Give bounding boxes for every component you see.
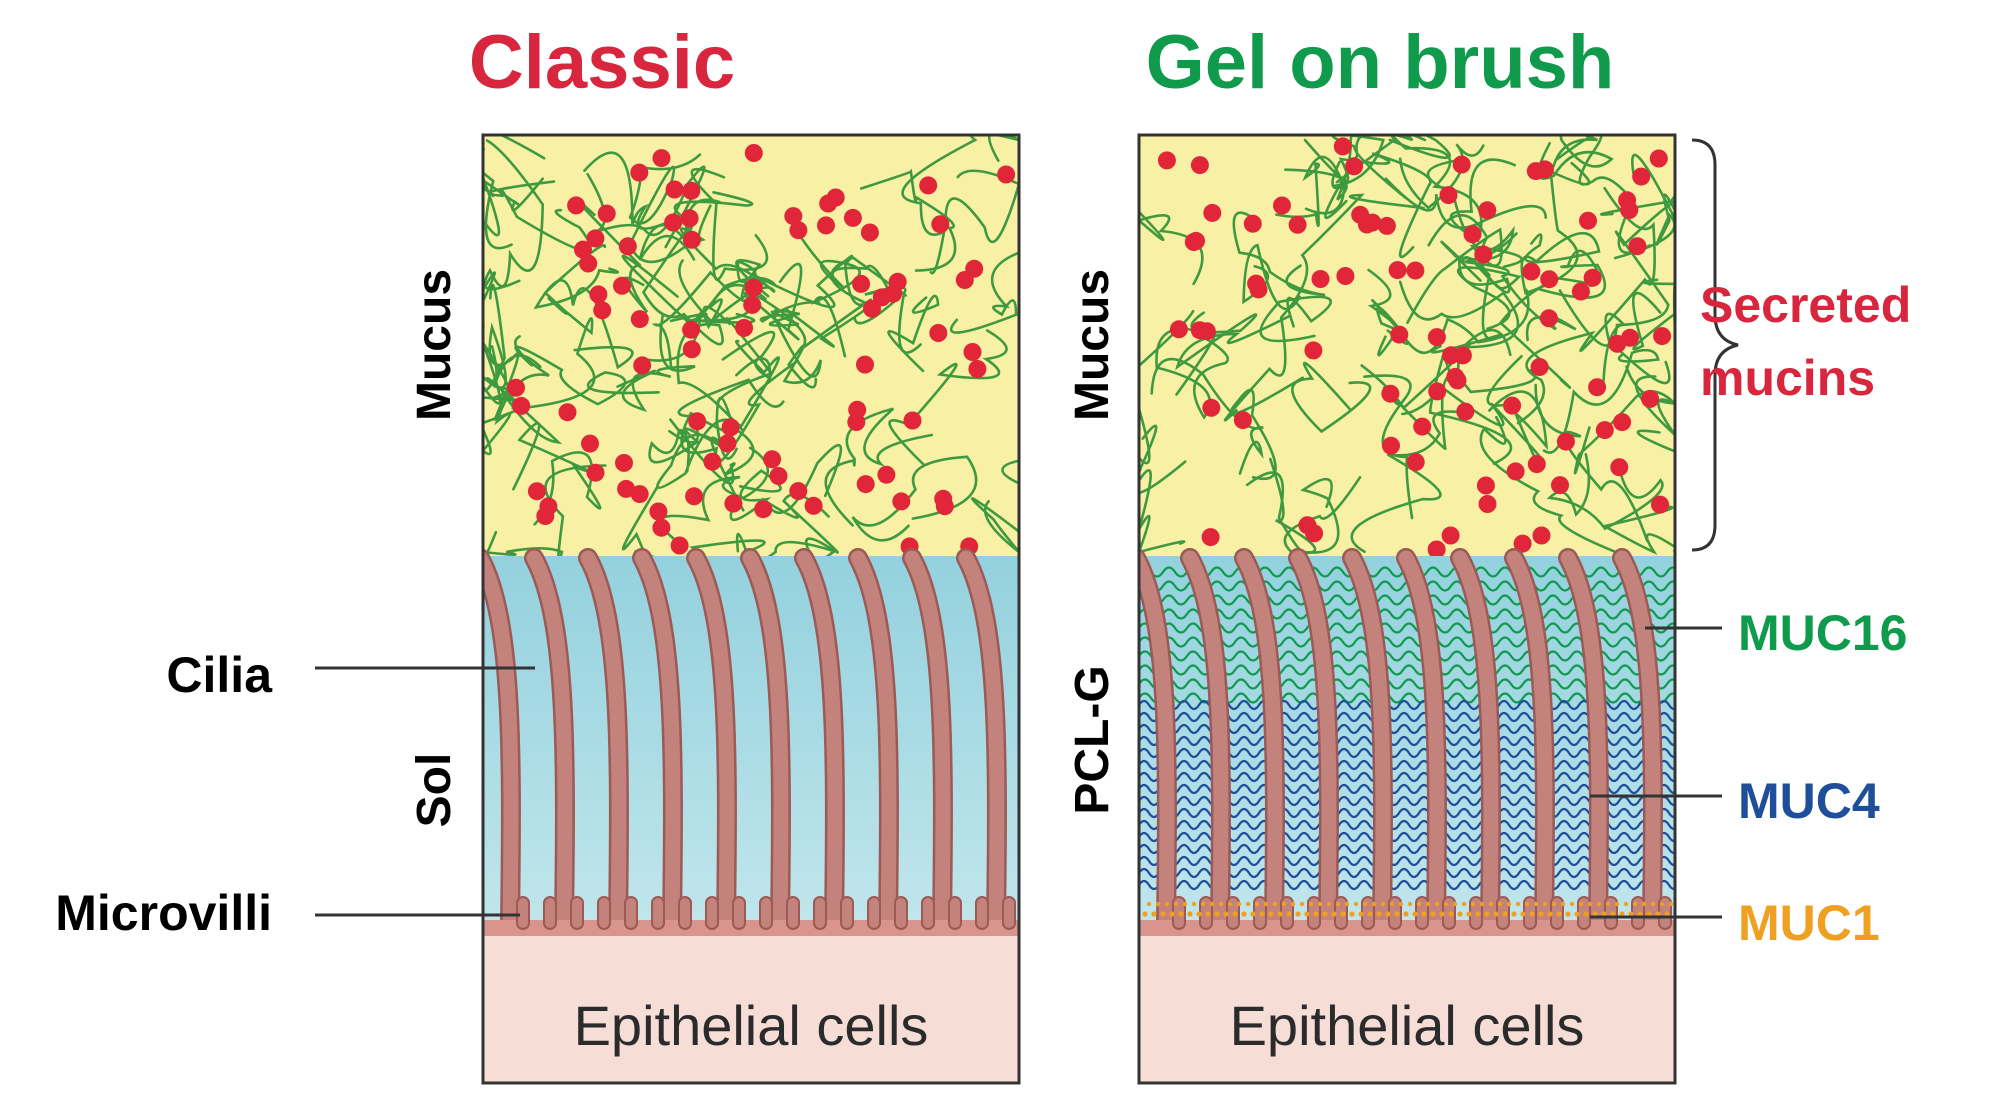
muc1-brush	[1142, 901, 1674, 917]
muc1-label: MUC1	[1738, 895, 1880, 951]
classic-cilia-group	[483, 548, 1007, 938]
gel-epithelium-label: Epithelial cells	[1230, 994, 1585, 1057]
classic-sol-label: Sol	[408, 753, 461, 828]
microvilli-label: Microvilli	[55, 885, 272, 941]
classic-epithelium-label: Epithelial cells	[574, 994, 929, 1057]
classic-microvilli-group	[516, 896, 1016, 930]
gel-pcl-g-label: PCL-G	[1066, 665, 1119, 814]
secreted-mucins-brace	[1691, 138, 1739, 552]
classic-panel: Epithelial cells	[481, 133, 1021, 1085]
classic-mucus-label: Mucus	[408, 269, 461, 421]
gel-epithelium	[1139, 934, 1675, 1083]
gel-on-brush-panel: Epithelial cells	[1137, 133, 1677, 1085]
muc4-label: MUC4	[1738, 773, 1880, 829]
classic-title: Classic	[469, 20, 735, 105]
secreted-mucins-label-line2: mucins	[1700, 350, 1875, 406]
gel-cilia-group	[1139, 548, 1663, 938]
gel-mucin-network	[1139, 135, 1675, 573]
gel-mucus-label: Mucus	[1066, 269, 1119, 421]
gel-on-brush-title: Gel on brush	[1146, 20, 1615, 105]
secreted-mucins-label-line1: Secreted	[1700, 277, 1911, 333]
cilia-label: Cilia	[166, 647, 273, 703]
muc16-label: MUC16	[1738, 605, 1907, 661]
classic-epithelium	[483, 934, 1019, 1083]
